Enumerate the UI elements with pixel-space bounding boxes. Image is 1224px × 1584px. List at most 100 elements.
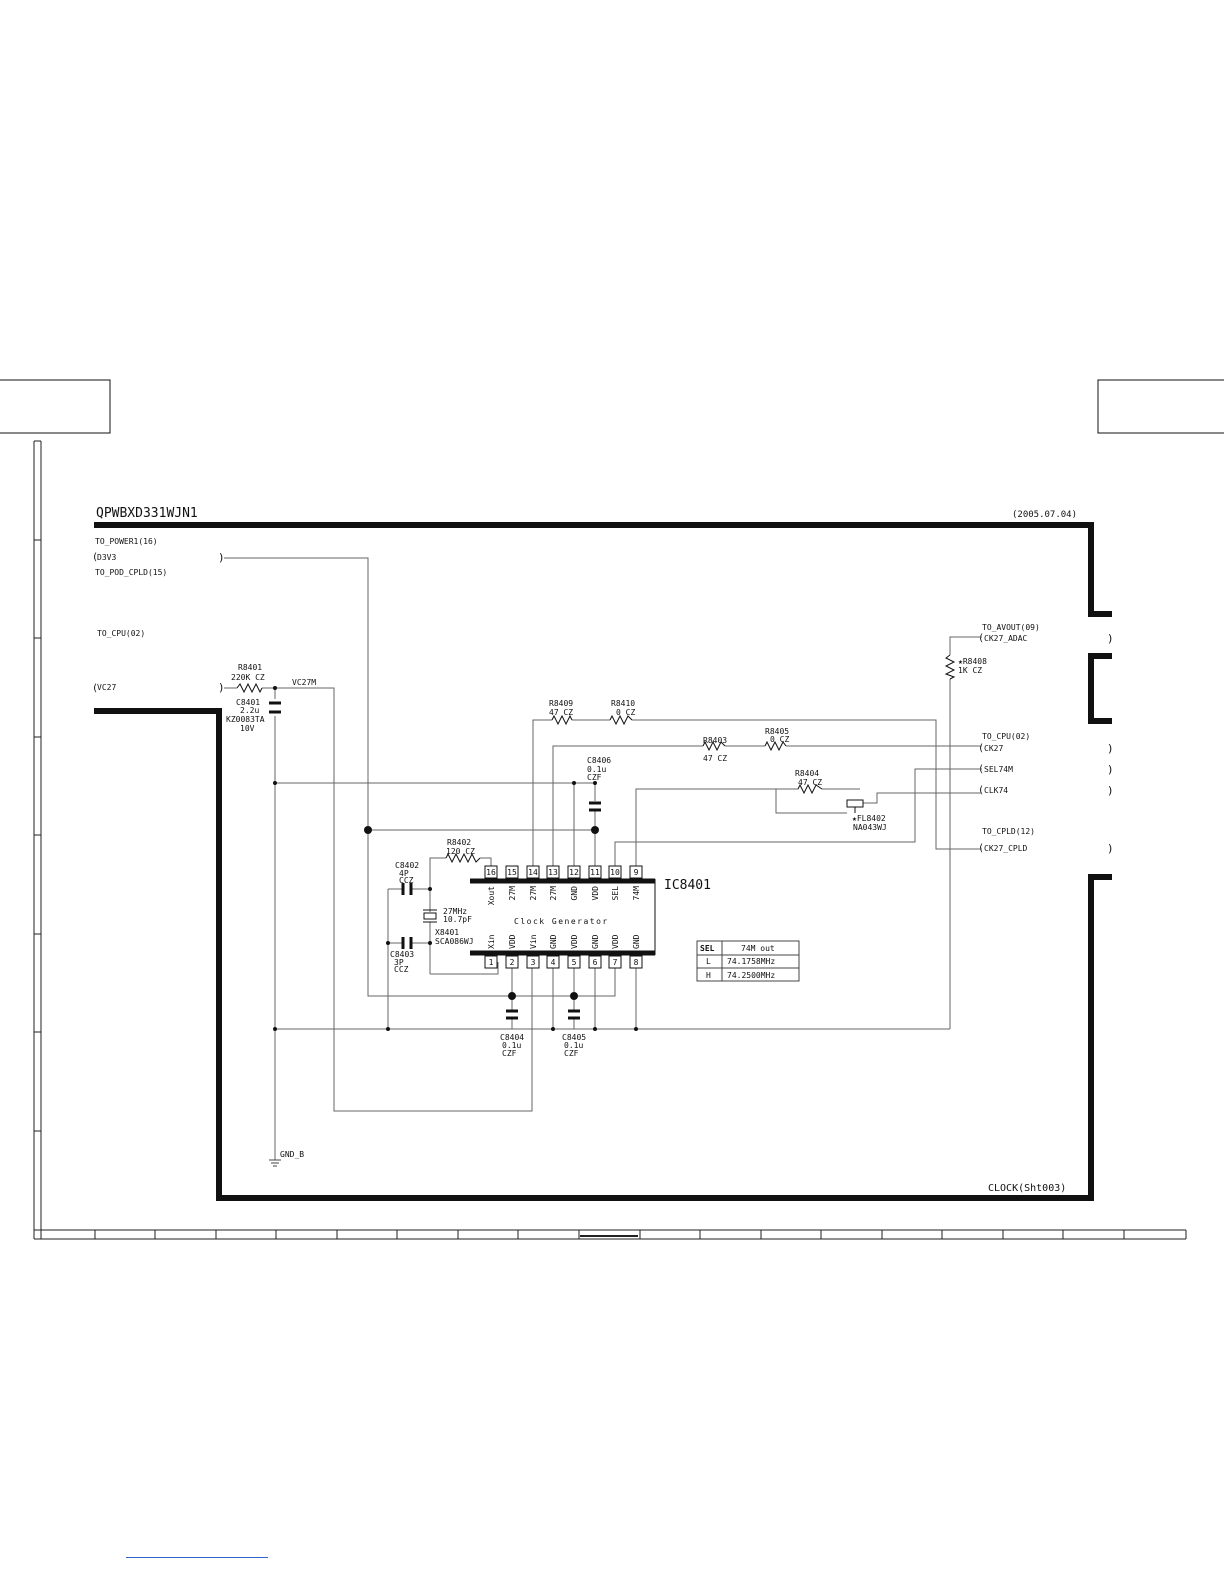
r8410-ref: R8410 bbox=[611, 699, 635, 708]
c8401-part: KZ0083TA bbox=[226, 715, 265, 724]
r8409-value: 47 CZ bbox=[549, 708, 573, 717]
crystal-x8401-symbol bbox=[423, 909, 437, 923]
ic-pin-11-name: VDD bbox=[591, 886, 600, 901]
port-to-pod-cpld: TO_POD_CPLD(15) bbox=[95, 568, 167, 577]
svg-text:): ) bbox=[1107, 742, 1114, 755]
ic-pin-15-name: 27M bbox=[508, 886, 517, 901]
c8401-rating: 10V bbox=[240, 724, 255, 733]
ic-reference: IC8401 bbox=[664, 878, 711, 893]
port-to-power1: TO_POWER1(16) bbox=[95, 537, 158, 546]
svg-text:): ) bbox=[1107, 632, 1114, 645]
ic-pin-5-name: VDD bbox=[570, 934, 579, 949]
ic-pin-7-name: VDD bbox=[611, 934, 620, 949]
ic-pin-1-name: Xin bbox=[487, 934, 496, 949]
svg-text:(: ( bbox=[92, 683, 98, 694]
sel-table-row-l-sel: L bbox=[706, 957, 711, 966]
c8401-value: 2.2u bbox=[240, 706, 259, 715]
port-clk74: CLK74 bbox=[984, 786, 1008, 795]
ic-name: Clock Generator bbox=[514, 917, 609, 926]
ic-pin-11-number: 11 bbox=[590, 868, 600, 877]
svg-text:): ) bbox=[1107, 842, 1114, 855]
ic-pin-12-box bbox=[567, 865, 581, 879]
r8410-value: 0 CZ bbox=[616, 708, 635, 717]
ic-pin-14-box bbox=[526, 865, 540, 879]
r8403-symbol bbox=[702, 740, 726, 752]
r8402-symbol bbox=[445, 852, 481, 864]
net-vc27m: VC27M bbox=[292, 678, 316, 687]
ic-pin-10-name: SEL bbox=[611, 886, 620, 901]
r8408-ref: ★R8408 bbox=[958, 657, 987, 666]
port-vc27: VC27 bbox=[97, 683, 116, 692]
c8406-symbol bbox=[589, 801, 601, 812]
r8403-value: 47 CZ bbox=[703, 754, 727, 763]
ic-pin-16-name: Xout bbox=[487, 886, 496, 905]
ic-pin-7-box bbox=[608, 955, 622, 969]
ic-pin-15-number: 15 bbox=[507, 868, 517, 877]
ic-pin-2-box bbox=[505, 955, 519, 969]
svg-text:(: ( bbox=[978, 743, 984, 754]
left-ports: TO_POWER1(16) ( D3V3 ) TO_POD_CPLD(15) T… bbox=[92, 537, 225, 694]
port-to-cpu-right: TO_CPU(02) bbox=[982, 732, 1030, 741]
r8402-ref: R8402 bbox=[447, 838, 471, 847]
x8401-cap: 10.7pF bbox=[443, 915, 472, 924]
ic-pin-3-name: Vin bbox=[529, 934, 538, 949]
ic-pin-8-box bbox=[629, 955, 643, 969]
r8404-symbol bbox=[797, 783, 823, 795]
ic-pin-12-name: GND bbox=[570, 886, 579, 901]
x8401-ref: X8401 bbox=[435, 928, 459, 937]
c8404-value: 0.1u bbox=[502, 1041, 521, 1050]
filter-fl8402-symbol bbox=[846, 799, 864, 813]
port-to-avout: TO_AVOUT(09) bbox=[982, 623, 1040, 632]
c8405-type: CZF bbox=[564, 1049, 579, 1058]
ic-pin-13-name: 27M bbox=[549, 886, 558, 901]
component-labels: R8401 220K CZ C8401 2.2u KZ0083TA 10V R8… bbox=[226, 657, 987, 1058]
svg-text:(: ( bbox=[978, 785, 984, 796]
svg-text:): ) bbox=[218, 681, 225, 694]
port-d3v3: D3V3 bbox=[97, 553, 116, 562]
r8405-symbol bbox=[764, 740, 787, 752]
ic-pin-9-number: 9 bbox=[634, 868, 639, 877]
board-outline bbox=[94, 522, 1112, 1201]
r8401-value: 220K CZ bbox=[231, 673, 265, 682]
c8403-value: 3P bbox=[394, 958, 404, 967]
page-reference: CLOCK(Sht003) bbox=[988, 1183, 1066, 1194]
ic-pin-9-name: 74M bbox=[632, 886, 641, 901]
ic-pin-15-box bbox=[505, 865, 519, 879]
port-sel74m: SEL74M bbox=[984, 765, 1013, 774]
sel-table-row-h-out: 74.2500MHz bbox=[727, 971, 775, 980]
sel-table-header-sel: SEL bbox=[700, 944, 715, 953]
c8402-symbol bbox=[401, 883, 413, 895]
ic-pin-13-box bbox=[546, 865, 560, 879]
ic-pin-3-number: 3 bbox=[531, 958, 536, 967]
port-ck27: CK27 bbox=[984, 744, 1003, 753]
c8406-value: 0.1u bbox=[587, 765, 606, 774]
r8404-ref: R8404 bbox=[795, 769, 819, 778]
r8404-value: 47 CZ bbox=[798, 778, 822, 787]
fl8402-part: NA043WJ bbox=[853, 823, 887, 832]
c8406-type: CZF bbox=[587, 773, 602, 782]
ic-pin-14-number: 14 bbox=[528, 868, 538, 877]
ic-pin-16-number: 16 bbox=[486, 868, 496, 877]
page-frame bbox=[0, 379, 1224, 1240]
r8405-ref: R8405 bbox=[765, 727, 789, 736]
r8410-symbol bbox=[609, 714, 633, 726]
ic-pin-6-box bbox=[588, 955, 602, 969]
x8401-part: SCA086WJ bbox=[435, 937, 474, 946]
ic-pins: 16Xout1527M1427M1327M12GND11VDD10SEL974M… bbox=[484, 865, 643, 969]
board-id: QPWBXD331WJN1 bbox=[96, 506, 198, 521]
sheet-date: (2005.07.04) bbox=[1012, 510, 1077, 520]
port-to-cpld: TO_CPLD(12) bbox=[982, 827, 1035, 836]
r8409-symbol bbox=[551, 714, 573, 726]
c8405-ref: C8405 bbox=[562, 1033, 586, 1042]
c8404-type: CZF bbox=[502, 1049, 517, 1058]
ic-pin-4-box bbox=[546, 955, 560, 969]
ic-pin-5-number: 5 bbox=[572, 958, 577, 967]
ic-pin-10-box bbox=[608, 865, 622, 879]
c8402-type: CCZ bbox=[399, 876, 414, 885]
ic-pin-1-box bbox=[484, 955, 498, 969]
c8402-value: 4P bbox=[399, 869, 409, 878]
fl8402-ref: ★FL8402 bbox=[852, 814, 886, 823]
ic-pin-13-number: 13 bbox=[548, 868, 558, 877]
footer-link-underline[interactable] bbox=[126, 1557, 268, 1558]
c8401-symbol bbox=[269, 701, 281, 714]
